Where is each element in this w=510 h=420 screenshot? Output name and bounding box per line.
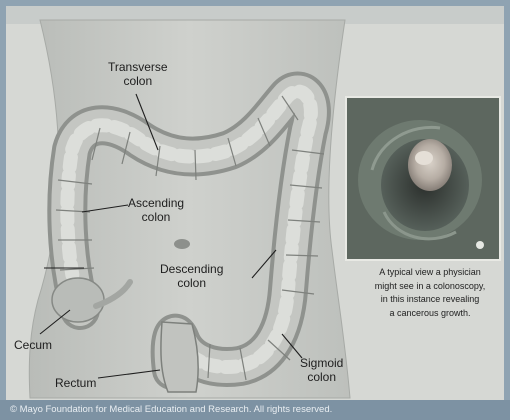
caption-line-1: A typical view a physician: [350, 266, 510, 280]
caption-line-2: might see in a colonoscopy,: [350, 280, 510, 294]
caption-line-3: in this instance revealing: [350, 293, 510, 307]
label-cecum: Cecum: [14, 338, 52, 352]
label-sigmoid-colon: Sigmoid colon: [300, 356, 343, 384]
navel: [174, 239, 190, 249]
label-ascending-line2: colon: [128, 210, 184, 224]
caption-line-4: a cancerous growth.: [350, 307, 510, 321]
label-sigmoid-line1: Sigmoid: [300, 356, 343, 370]
label-ascending-colon: Ascending colon: [128, 196, 184, 224]
label-transverse-line2: colon: [108, 74, 168, 88]
label-transverse-line1: Transverse: [108, 60, 168, 74]
label-descending-line1: Descending: [160, 262, 223, 276]
label-transverse-colon: Transverse colon: [108, 60, 168, 88]
label-descending-colon: Descending colon: [160, 262, 223, 290]
label-descending-line2: colon: [160, 276, 223, 290]
cecum-bulge: [52, 278, 104, 322]
label-cecum-text: Cecum: [14, 338, 52, 352]
copyright-text: © Mayo Foundation for Medical Education …: [10, 404, 332, 415]
rectum-shape: [161, 322, 198, 392]
colonoscopy-photo: [345, 96, 501, 261]
label-sigmoid-line2: colon: [300, 370, 343, 384]
copyright-footer: © Mayo Foundation for Medical Education …: [0, 400, 510, 420]
label-rectum-text: Rectum: [55, 376, 96, 390]
label-ascending-line1: Ascending: [128, 196, 184, 210]
label-rectum: Rectum: [55, 376, 96, 390]
photo-caption: A typical view a physician might see in …: [350, 266, 510, 320]
